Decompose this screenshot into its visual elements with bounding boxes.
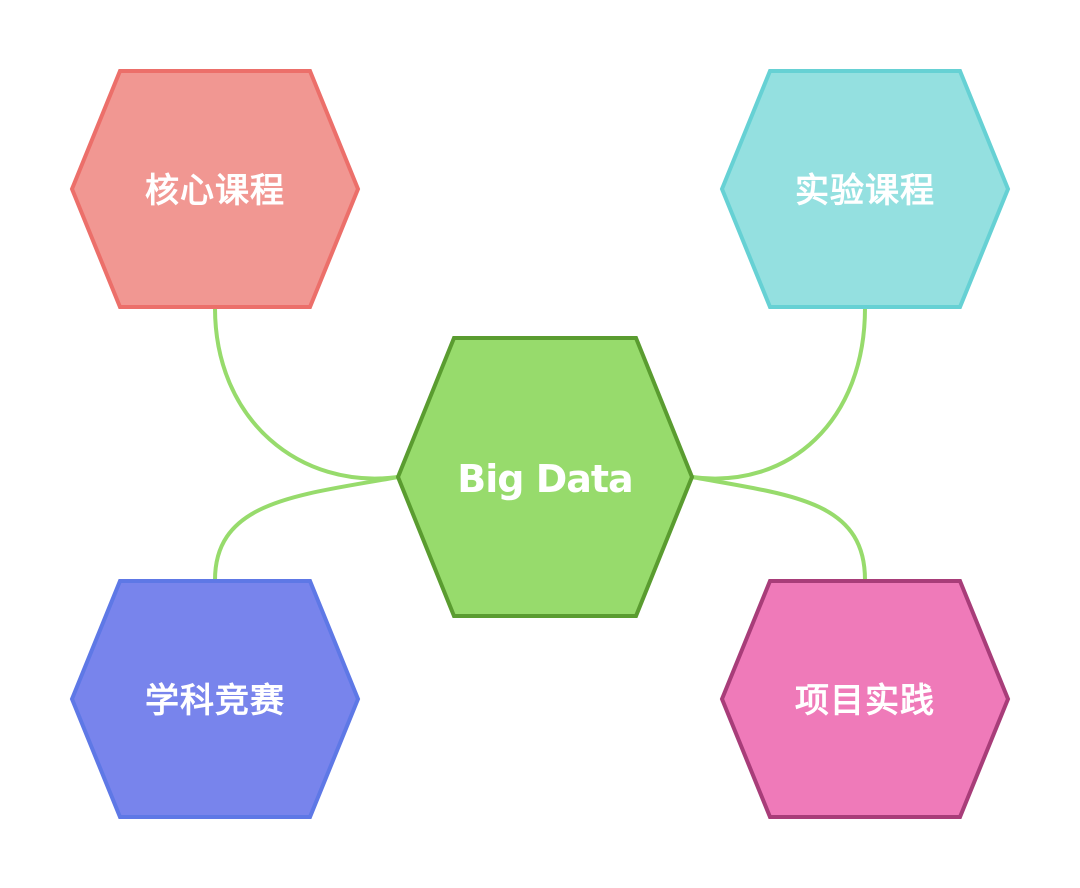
connector-lab-courses [690,306,867,481]
center-node[interactable]: Big Data [395,336,695,618]
hexagon-competitions [69,579,361,819]
branch-node-competitions[interactable]: 学科竞赛 [69,579,361,819]
hexagon-projects [719,579,1011,819]
branch-node-projects[interactable]: 项目实践 [719,579,1011,819]
connector-projects [690,475,867,582]
competitions-label: 学科竞赛 [145,681,285,721]
projects-label: 项目实践 [795,681,935,721]
hexagon-center [395,336,695,618]
center-label: Big Data [457,457,632,501]
branch-node-lab-courses[interactable]: 实验课程 [719,69,1011,309]
connector-core-courses [213,306,400,481]
core-courses-label: 核心课程 [145,171,285,211]
connector-competitions [213,475,400,582]
branch-node-core-courses[interactable]: 核心课程 [69,69,361,309]
hexagon-lab-courses [719,69,1011,309]
connectors [213,306,867,582]
lab-courses-label: 实验课程 [795,171,935,211]
hexagon-core-courses [69,69,361,309]
